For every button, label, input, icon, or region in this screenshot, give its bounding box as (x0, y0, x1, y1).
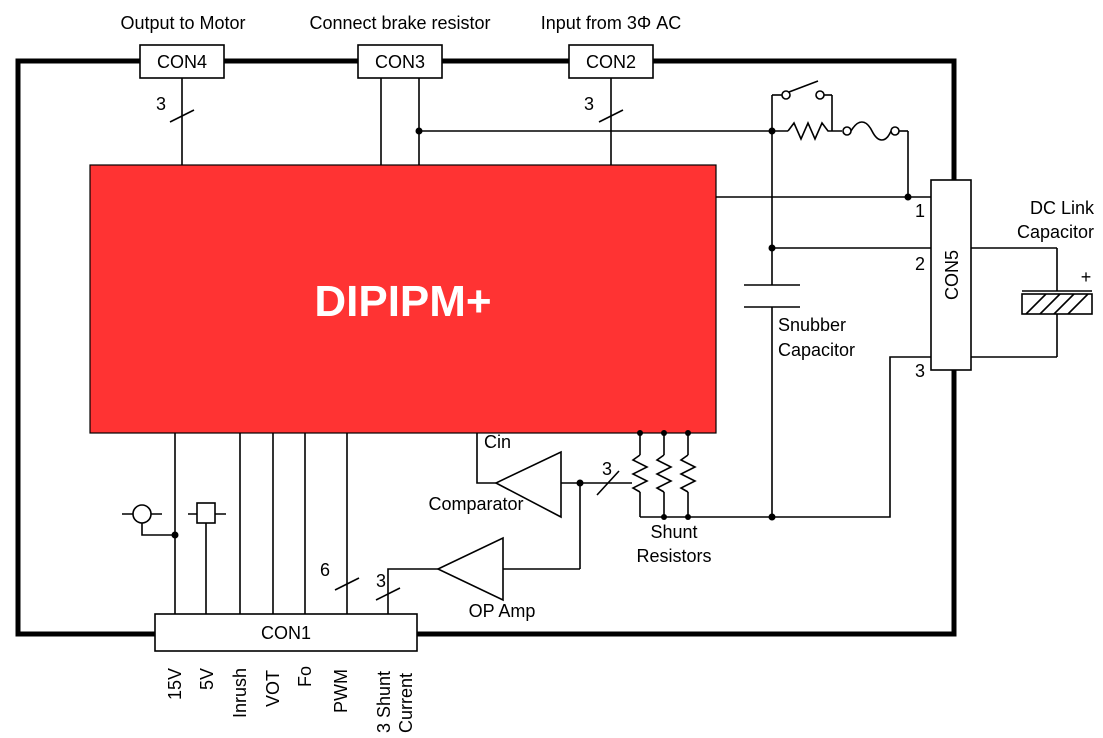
con4-bus-slash (169, 109, 195, 123)
dipipm-label: DIPIPM+ (314, 277, 491, 326)
comparator-label: Comparator (428, 494, 523, 514)
n-bus-wire (640, 356, 931, 518)
pwm-bus-slash (334, 577, 360, 591)
con1-pin-fo: Fo (295, 666, 315, 687)
pwm-wire-count: 6 (320, 560, 330, 580)
cin-wire (476, 433, 496, 484)
con5-label: CON5 (942, 250, 962, 300)
con1-pin-pwm: PWM (331, 669, 351, 713)
con3-label: CON3 (375, 52, 425, 72)
con1-pin-3shunt-line1: 3 Shunt (374, 671, 394, 733)
inrush-resistor-icon (787, 121, 842, 141)
junction-dot (768, 244, 776, 252)
output-to-motor-label: Output to Motor (120, 13, 245, 33)
con2-wire-count: 3 (584, 94, 594, 114)
con5-pin-1: 1 (915, 201, 925, 221)
cin-label: Cin (484, 432, 511, 452)
con4-wire-count: 3 (156, 94, 166, 114)
junction-dot (768, 513, 776, 521)
dc-link-plus-sign: + (1081, 267, 1092, 287)
comparator-icon (494, 450, 562, 519)
snubber-label-line2: Capacitor (778, 340, 855, 360)
regulator-5v-icon (188, 502, 226, 614)
con2-connector: CON2 (568, 44, 654, 79)
fuse-icon (842, 121, 908, 141)
shunt-label-line2: Resistors (636, 546, 711, 566)
con5-pin-2: 2 (915, 254, 925, 274)
junction-dot (637, 430, 643, 436)
con2-bus-slash (598, 109, 624, 123)
junction-dot (685, 430, 691, 436)
supply-15v-icon (122, 504, 175, 536)
con1-pin-vot: VOT (263, 670, 283, 707)
snubber-capacitor-icon (744, 284, 800, 308)
dc-link-capacitor-icon (1021, 290, 1093, 315)
shunt-resistors-icon (631, 433, 697, 517)
dc-link-label-line1: DC Link (1030, 198, 1095, 218)
shunt-label-line1: Shunt (650, 522, 697, 542)
dipipm-module (89, 164, 717, 434)
connect-brake-resistor-label: Connect brake resistor (309, 13, 490, 33)
input-3phase-ac-label: Input from 3Φ AC (541, 13, 681, 33)
junction-dot (661, 430, 667, 436)
con1-pin-15v: 15V (165, 668, 185, 700)
con5-connector (930, 179, 972, 371)
con2-label: CON2 (586, 52, 636, 72)
relay-switch-icon (771, 80, 833, 131)
shunt-current-bus-slash (375, 587, 401, 601)
con4-connector: CON4 (139, 44, 225, 79)
con3-connector: CON3 (357, 44, 443, 79)
junction-dot (685, 514, 691, 520)
con1-pin-5v: 5V (197, 668, 217, 690)
snubber-label-line1: Snubber (778, 315, 846, 335)
op-amp-label: OP Amp (469, 601, 536, 621)
shunt-bus-slash (596, 470, 620, 496)
con4-label: CON4 (157, 52, 207, 72)
shunt-current-wire-count: 3 (376, 571, 386, 591)
con1-pin-inrush: Inrush (230, 668, 250, 718)
op-amp-icon (436, 536, 504, 602)
junction-dot (415, 127, 423, 135)
junction-dot (171, 531, 179, 539)
opamp-output-wire (387, 568, 438, 614)
junction-dot (661, 514, 667, 520)
con1-connector (154, 613, 418, 652)
dc-link-label-line2: Capacitor (1017, 222, 1094, 242)
con1-label: CON1 (261, 623, 311, 643)
con5-pin-3: 3 (915, 361, 925, 381)
shunt-wire-count: 3 (602, 459, 612, 479)
con1-pin-3shunt-line2: Current (396, 673, 416, 733)
